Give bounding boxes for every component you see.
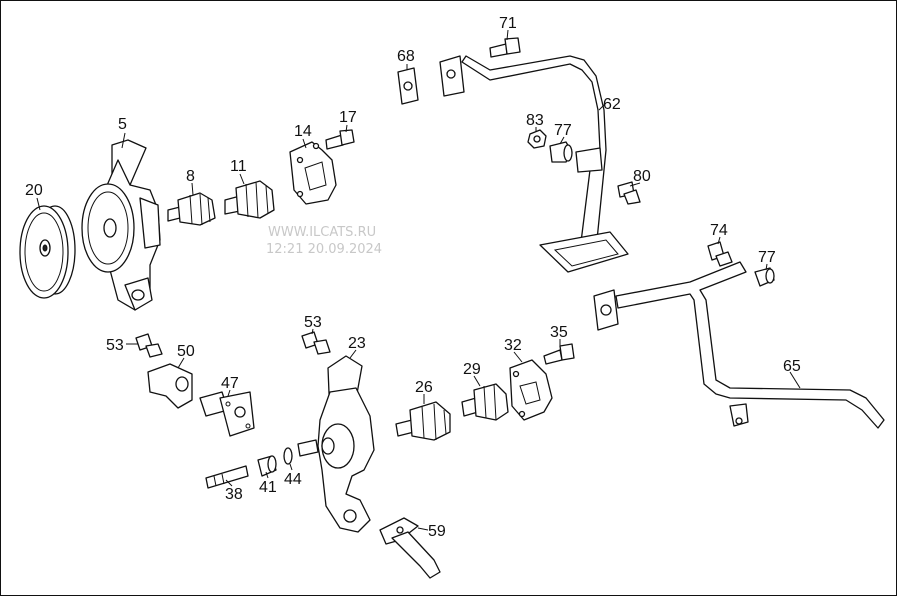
part-59-hose[interactable] — [379, 517, 441, 579]
part-65-pipe[interactable] — [593, 261, 885, 429]
part-68-gasket[interactable] — [397, 67, 419, 105]
label-50: 50 — [177, 343, 195, 360]
part-71-bolt[interactable] — [489, 37, 521, 58]
part-53-bolt-right[interactable] — [301, 331, 331, 355]
label-83: 83 — [526, 112, 544, 129]
part-47-shaft-flange[interactable] — [199, 391, 255, 437]
part-50-elbow[interactable] — [147, 363, 193, 409]
part-5-pump-housing[interactable] — [81, 139, 161, 311]
label-71: 71 — [499, 15, 517, 32]
part-83-nut[interactable] — [527, 129, 547, 149]
part-8-impeller[interactable] — [167, 192, 216, 226]
part-77-bushing-upper[interactable] — [549, 141, 573, 163]
part-62-pipe[interactable] — [439, 55, 629, 273]
label-53-right: 53 — [304, 314, 322, 331]
part-11-impeller[interactable] — [224, 180, 275, 219]
label-17: 17 — [339, 109, 357, 126]
part-74-bolt[interactable] — [707, 241, 733, 267]
label-44: 44 — [284, 471, 302, 488]
part-35-bolt[interactable] — [543, 343, 575, 365]
watermark: WWW.ILCATS.RU 12:21 20.09.2024 — [266, 225, 382, 257]
label-20: 20 — [25, 182, 43, 199]
label-14: 14 — [294, 123, 312, 140]
label-41: 41 — [259, 479, 277, 496]
part-14-cover-plate[interactable] — [289, 141, 337, 205]
label-26: 26 — [415, 379, 433, 396]
label-74: 74 — [710, 222, 728, 239]
label-5: 5 — [118, 116, 127, 133]
part-53-bolt-left[interactable] — [135, 333, 163, 358]
label-35: 35 — [550, 324, 568, 341]
label-38: 38 — [225, 486, 243, 503]
part-77-bushing-lower[interactable] — [754, 267, 775, 287]
label-77-upper: 77 — [554, 122, 572, 139]
part-32-cover-plate[interactable] — [509, 359, 553, 421]
label-53-left: 53 — [106, 337, 124, 354]
label-23: 23 — [348, 335, 366, 352]
leader-lines — [36, 29, 801, 531]
label-32: 32 — [504, 337, 522, 354]
part-41-sleeve[interactable] — [257, 455, 277, 477]
part-labels: 5 8 11 14 17 20 23 26 29 32 35 38 41 44 … — [25, 15, 801, 540]
label-65: 65 — [783, 358, 801, 375]
label-80: 80 — [633, 168, 651, 185]
part-80-bolt[interactable] — [617, 181, 641, 205]
part-17-bolt[interactable] — [325, 129, 355, 150]
label-77-lower: 77 — [758, 249, 776, 266]
watermark-site: WWW.ILCATS.RU — [268, 225, 376, 240]
label-68: 68 — [397, 48, 415, 65]
label-62: 62 — [603, 96, 621, 113]
part-20-pulley[interactable] — [19, 205, 76, 299]
label-11: 11 — [230, 158, 247, 175]
watermark-datetime: 12:21 20.09.2024 — [266, 242, 382, 257]
label-47: 47 — [221, 375, 239, 392]
part-38-shaft[interactable] — [205, 465, 249, 489]
part-23-pump-housing[interactable] — [297, 355, 375, 533]
part-26-impeller[interactable] — [395, 401, 451, 441]
part-29-impeller[interactable] — [461, 383, 509, 421]
label-8: 8 — [186, 168, 195, 185]
label-59: 59 — [428, 523, 446, 540]
part-44-ring[interactable] — [283, 447, 293, 465]
label-29: 29 — [463, 361, 481, 378]
